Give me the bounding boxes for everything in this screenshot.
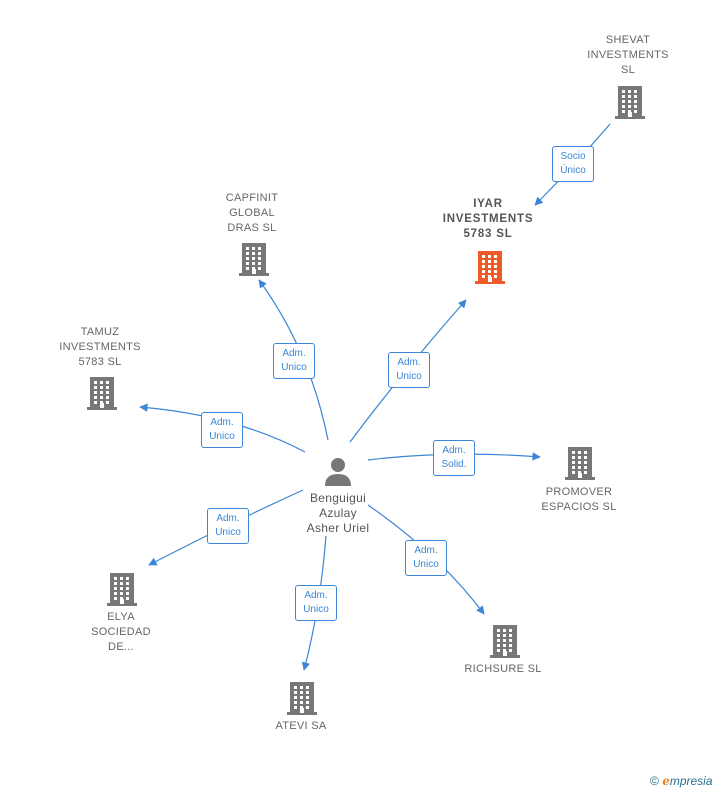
company-label-line: INVESTMENTS [442,213,534,225]
company-label-line: 5783 SL [78,356,122,368]
person-name-line-1: Benguigui [309,491,367,505]
relation-line: Adm. [442,445,466,456]
relation-line: Adm. [397,357,421,368]
company-label-line: SOCIEDAD [91,626,151,638]
relation-line: Adm. [210,417,234,428]
company-label-line: DRAS SL [227,222,277,234]
relation-line: Adm. [304,590,328,601]
company-label-line: ELYA [107,611,135,623]
company-label-line: DE... [108,641,134,653]
company-label-richsure[interactable]: RICHSURE SL [443,662,563,677]
company-label-line: SL [620,64,636,76]
brand-logo-text: mpresia [669,774,713,788]
building-icon-atevi[interactable] [285,679,319,715]
relation-line: Socio [560,151,586,162]
building-icon-richsure[interactable] [488,622,522,658]
company-label-shevat[interactable]: SHEVAT INVESTMENTS SL [568,33,688,78]
person-name-line-2: Azulay [319,506,357,520]
relation-badge-elya[interactable]: Adm. Unico [207,508,249,544]
building-icon-iyar[interactable] [473,248,507,284]
company-label-promover[interactable]: PROMOVER ESPACIOS SL [519,485,639,515]
relation-line: Solid. [441,459,467,470]
company-label-line: CAPFINIT [225,192,279,204]
relation-line: Único [560,165,586,176]
relation-line: Adm. [414,545,438,556]
company-label-elya[interactable]: ELYA SOCIEDAD DE... [61,610,181,655]
person-name-line-3: Asher Uriel [306,521,370,535]
company-label-line: GLOBAL [229,207,275,219]
company-label-tamuz[interactable]: TAMUZ INVESTMENTS 5783 SL [40,325,160,370]
relation-line: Unico [209,431,235,442]
company-label-line: INVESTMENTS [587,49,669,61]
copyright-icon: © [650,774,659,788]
building-icon-shevat[interactable] [613,83,647,119]
company-label-line: 5783 SL [463,228,513,240]
relation-line: Unico [396,371,422,382]
relation-badge-promover[interactable]: Adm. Solid. [433,440,475,476]
relation-badge-iyar[interactable]: Adm. Unico [388,352,430,388]
brand-logo-initial: e [662,774,670,788]
building-icon-capfinit[interactable] [237,240,271,276]
relation-badge-richsure[interactable]: Adm. Unico [405,540,447,576]
company-label-line: SHEVAT [605,34,651,46]
relation-badge-capfinit[interactable]: Adm. Unico [273,343,315,379]
company-label-capfinit[interactable]: CAPFINIT GLOBAL DRAS SL [192,191,312,236]
building-icon-tamuz[interactable] [85,374,119,410]
company-label-line: ESPACIOS SL [541,501,617,513]
relation-badge-shevat[interactable]: Socio Único [552,146,594,182]
building-icon-elya[interactable] [105,570,139,606]
relation-line: Unico [281,362,307,373]
company-label-line: IYAR [473,198,503,210]
relation-line: Unico [303,604,329,615]
footer-brand: © empresia [650,774,713,788]
company-label-line: PROMOVER [545,486,613,498]
building-icon-promover[interactable] [563,444,597,480]
person-icon[interactable] [322,455,354,487]
relation-line: Adm. [216,513,240,524]
person-name[interactable]: Benguigui Azulay Asher Uriel [280,491,396,536]
relation-badge-tamuz[interactable]: Adm. Unico [201,412,243,448]
company-label-line: INVESTMENTS [59,341,141,353]
relation-line: Adm. [282,348,306,359]
company-label-line: RICHSURE SL [464,663,542,675]
company-label-iyar[interactable]: IYAR INVESTMENTS 5783 SL [428,197,548,242]
company-label-line: TAMUZ [80,326,120,338]
company-label-line: ATEVI SA [275,720,327,732]
relation-line: Unico [215,527,241,538]
company-label-atevi[interactable]: ATEVI SA [241,719,361,734]
relation-badge-atevi[interactable]: Adm. Unico [295,585,337,621]
relation-line: Unico [413,559,439,570]
